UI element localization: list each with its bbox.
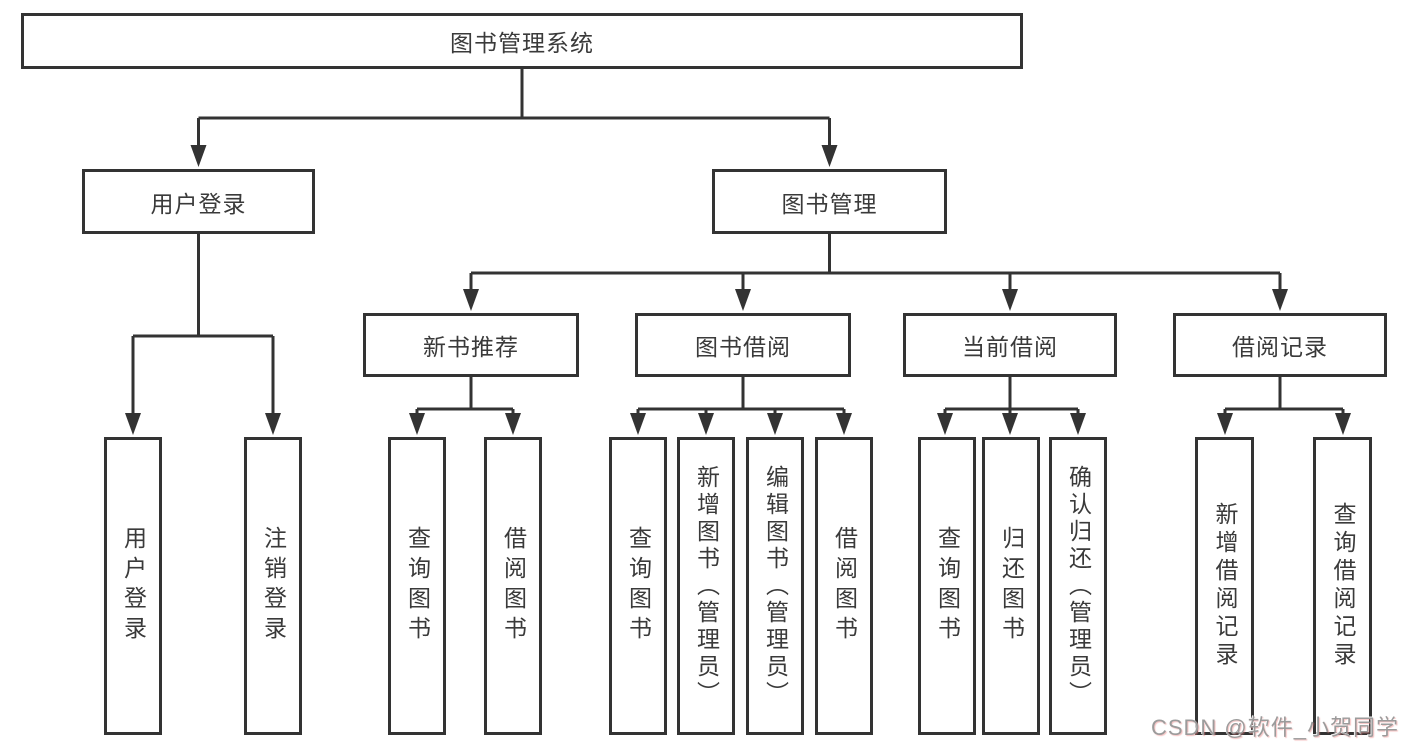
arrowhead [125,413,141,435]
arrowhead [1217,413,1233,435]
leaf-return-books: 归还图书 [982,437,1040,735]
node-user-login-label: 用户登录 [150,190,247,217]
arrowhead [463,289,479,311]
node-current-borrow-label: 当前借阅 [962,334,1058,360]
leaf-confirm-return-admin: 确认归还（管理员） [1049,437,1107,735]
leaf-current-query-books: 查询图书 [918,437,976,735]
arrowhead [190,145,207,167]
leaf-add-borrow-record: 新增借阅记录 [1195,437,1254,735]
node-book-borrow: 图书借阅 [635,313,851,377]
leaf-add-books-admin: 新增图书（管理员） [677,437,735,735]
node-current-borrow: 当前借阅 [903,313,1117,377]
leaf-label: 确认归还（管理员） [1065,464,1092,708]
arrowhead [630,413,646,435]
arrowhead [836,413,852,435]
leaf-label: 编辑图书（管理员） [762,464,789,708]
leaf-borrow-query-books: 查询图书 [609,437,667,735]
leaf-logout: 注销登录 [244,437,302,735]
node-book-management-label: 图书管理 [781,190,878,217]
arrowhead [505,413,521,435]
node-new-books-label: 新书推荐 [423,334,519,360]
arrowhead [409,413,425,435]
arrowhead [1070,413,1086,435]
leaf-newbooks-borrow-books: 借阅图书 [484,437,542,735]
leaf-query-borrow-record: 查询借阅记录 [1313,437,1372,735]
node-book-borrow-label: 图书借阅 [695,334,791,360]
leaf-newbooks-query-books: 查询图书 [388,437,446,735]
leaf-label: 查询图书 [625,526,652,646]
leaf-label: 借阅图书 [500,526,527,646]
csdn-watermark: CSDN @软件_小贺同学 [1150,715,1399,740]
leaf-user-login: 用户登录 [104,437,162,735]
node-borrow-records: 借阅记录 [1173,313,1387,377]
arrowhead [698,413,714,435]
leaf-label: 新增图书（管理员） [693,464,720,708]
arrowhead [1335,413,1351,435]
leaf-label: 归还图书 [998,526,1025,646]
leaf-label: 查询图书 [934,526,961,646]
arrowhead [821,145,838,167]
leaf-label: 借阅图书 [831,526,858,646]
arrowhead [767,413,783,435]
node-new-books: 新书推荐 [363,313,579,377]
leaf-label: 新增借阅记录 [1212,502,1238,670]
arrowhead [1272,289,1288,311]
leaf-label: 注销登录 [260,526,287,646]
leaf-label: 用户登录 [120,526,147,646]
leaf-label: 查询借阅记录 [1330,502,1356,670]
leaf-edit-books-admin: 编辑图书（管理员） [746,437,804,735]
node-user-login: 用户登录 [82,169,315,234]
node-book-management: 图书管理 [712,169,947,234]
leaf-borrow-books: 借阅图书 [815,437,873,735]
arrowhead [1002,413,1018,435]
arrowhead [735,289,751,311]
arrowhead [937,413,953,435]
node-borrow-records-label: 借阅记录 [1232,334,1328,360]
leaf-label: 查询图书 [404,526,431,646]
node-root-system: 图书管理系统 [21,13,1023,69]
node-root-label: 图书管理系统 [450,30,594,56]
arrowhead [265,413,281,435]
arrowhead [1002,289,1018,311]
